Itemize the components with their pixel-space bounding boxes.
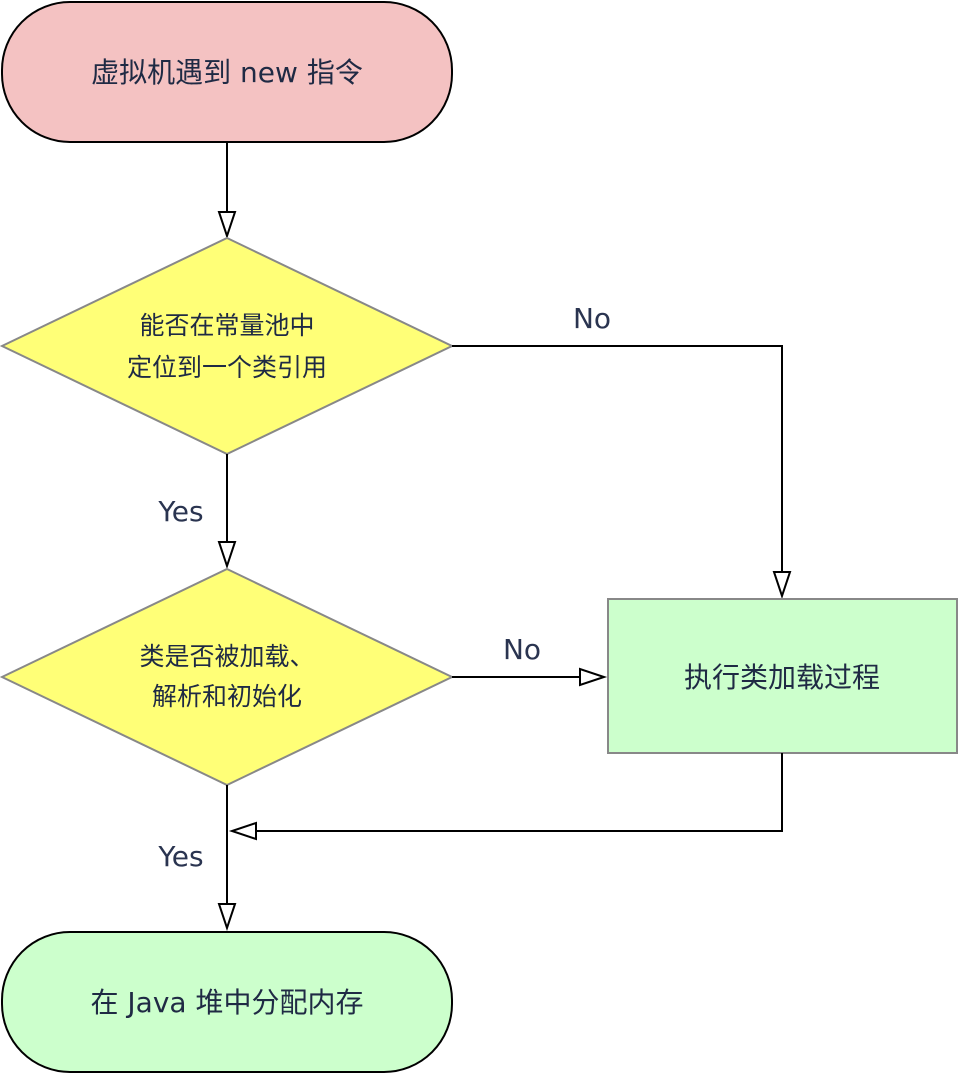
start-node: 虚拟机遇到 new 指令 bbox=[1, 1, 453, 143]
edge-process-return bbox=[228, 753, 783, 841]
decision1-node: 能否在常量池中 定位到一个类引用 bbox=[0, 236, 455, 456]
decision2-line2: 解析和初始化 bbox=[152, 682, 302, 711]
decision2-line1: 类是否被加载、 bbox=[139, 642, 314, 671]
arrowhead bbox=[217, 541, 237, 570]
decision1-line2: 定位到一个类引用 bbox=[127, 353, 327, 382]
arrowhead bbox=[579, 667, 608, 687]
end-node-shape bbox=[1, 931, 453, 1073]
decision2-yes-label: Yes bbox=[157, 840, 203, 873]
decision2-shape bbox=[0, 567, 455, 787]
decision1-line1: 能否在常量池中 bbox=[139, 311, 314, 340]
edge-decision2-no: No bbox=[452, 633, 608, 687]
decision1-yes-label: Yes bbox=[157, 495, 203, 528]
start-node-label: 虚拟机遇到 new 指令 bbox=[91, 56, 363, 89]
decision2-node: 类是否被加载、 解析和初始化 bbox=[0, 567, 455, 787]
process-node-label: 执行类加载过程 bbox=[684, 661, 880, 694]
end-node: 在 Java 堆中分配内存 bbox=[1, 931, 453, 1073]
arrowhead bbox=[772, 571, 792, 600]
edge-start-to-decision1 bbox=[217, 142, 237, 240]
arrowhead bbox=[217, 211, 237, 240]
arrowhead bbox=[228, 821, 257, 841]
decision2-no-label: No bbox=[503, 633, 541, 666]
edge-decision1-yes: Yes bbox=[157, 454, 237, 570]
decision1-no-label: No bbox=[573, 302, 611, 335]
edge-decision2-yes: Yes bbox=[157, 785, 237, 932]
process-node: 执行类加载过程 bbox=[607, 598, 958, 754]
edge-decision1-no: No bbox=[452, 302, 792, 600]
decision1-shape bbox=[0, 236, 455, 456]
end-node-label: 在 Java 堆中分配内存 bbox=[91, 986, 364, 1019]
arrowhead bbox=[217, 903, 237, 932]
